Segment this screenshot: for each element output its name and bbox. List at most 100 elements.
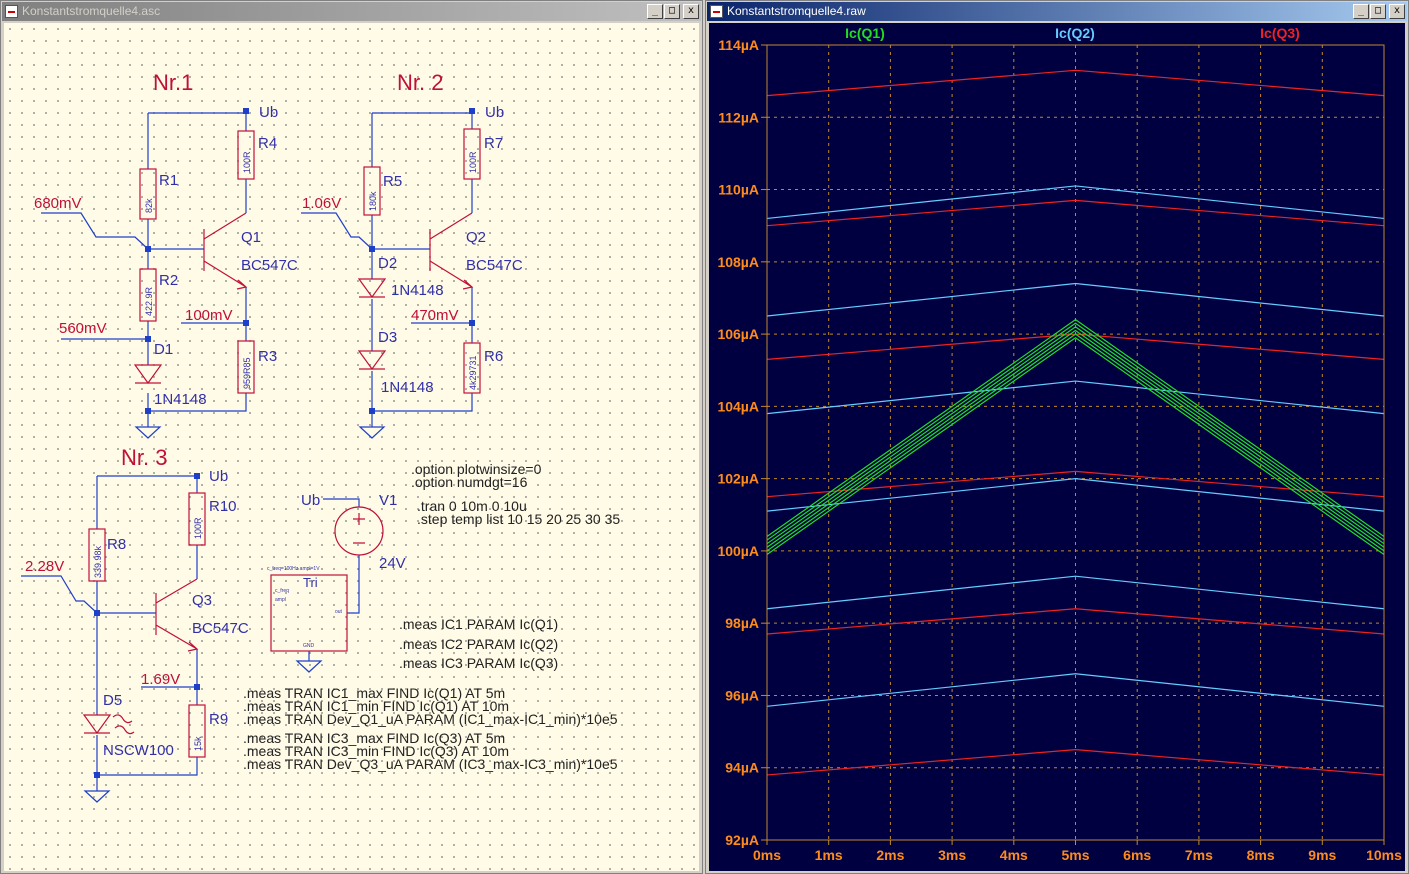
resistor-r7[interactable] bbox=[463, 128, 481, 180]
trace-icq2-step-6[interactable] bbox=[766, 185, 1385, 220]
x-tick-label: 4ms bbox=[1000, 847, 1028, 863]
value-d2: 1N4148 bbox=[391, 282, 444, 299]
meas-line[interactable]: .meas IC2 PARAM Ic(Q2) bbox=[399, 636, 558, 652]
diode-d3[interactable] bbox=[357, 350, 387, 371]
waveform-plot[interactable]: 92µA94µA96µA98µA100µA102µA104µA106µA108µ… bbox=[709, 23, 1405, 871]
resistor-r4[interactable] bbox=[237, 130, 255, 180]
close-button[interactable]: x bbox=[1389, 4, 1405, 19]
y-tick-label: 114µA bbox=[718, 37, 759, 53]
app-icon[interactable] bbox=[5, 5, 18, 18]
schematic-titlebar[interactable]: Konstantstromquelle4.asc _ □ x bbox=[2, 2, 701, 21]
meas-line[interactable]: .meas TRAN IC1_min FIND Ic(Q1) AT 10m bbox=[243, 698, 509, 714]
schematic-drawing[interactable]: Nr.1 Nr. 2 Nr. 3 Ub bbox=[4, 23, 699, 871]
trace-icq1-step-1[interactable] bbox=[766, 336, 1385, 556]
x-tick-label: 9ms bbox=[1308, 847, 1336, 863]
net-ub-2: Ub bbox=[485, 104, 504, 121]
resistor-r8[interactable] bbox=[88, 528, 106, 582]
schematic-canvas[interactable]: Nr.1 Nr. 2 Nr. 3 Ub bbox=[4, 23, 699, 871]
legend-icq1[interactable]: Ic(Q1) bbox=[845, 25, 885, 41]
net-ub-3: Ub bbox=[209, 468, 228, 485]
title-nr2: Nr. 2 bbox=[397, 70, 443, 95]
diode-d1[interactable] bbox=[133, 364, 163, 385]
trace-icq1-step-5[interactable] bbox=[766, 322, 1385, 541]
ref-r8: R8 bbox=[107, 536, 126, 553]
tri-generator[interactable] bbox=[270, 574, 348, 673]
voltage-source-v1[interactable] bbox=[323, 498, 384, 614]
x-tick-label: 1ms bbox=[815, 847, 843, 863]
led-d5[interactable] bbox=[82, 714, 135, 735]
waveform-titlebar[interactable]: Konstantstromquelle4.raw _ □ x bbox=[707, 2, 1407, 21]
directive-line[interactable]: .step temp list 10 15 20 25 30 35 bbox=[417, 511, 620, 527]
trace-icq3-step-1[interactable] bbox=[766, 749, 1385, 776]
legend-icq2[interactable]: Ic(Q2) bbox=[1055, 25, 1095, 41]
trace-icq1-step-3[interactable] bbox=[766, 329, 1385, 548]
resistor-r1[interactable] bbox=[139, 168, 157, 220]
y-tick-label: 112µA bbox=[718, 109, 759, 125]
circuit-3-labels: Ub R8 339.98k R9 15k R10 100R Q3 BC547C … bbox=[25, 468, 249, 759]
close-button[interactable]: x bbox=[683, 4, 699, 19]
plot-grid bbox=[767, 45, 1384, 840]
schematic-window: Konstantstromquelle4.asc _ □ x Nr.1 Nr. … bbox=[0, 0, 703, 874]
meas-line[interactable]: .meas TRAN IC3_max FIND Ic(Q3) AT 5m bbox=[243, 730, 505, 746]
minimize-button[interactable]: _ bbox=[1353, 4, 1369, 19]
plot-traces[interactable] bbox=[766, 69, 1385, 776]
value-q3: BC547C bbox=[192, 620, 249, 637]
x-tick-label: 8ms bbox=[1247, 847, 1275, 863]
ref-r9: R9 bbox=[209, 711, 228, 728]
resistor-r2[interactable] bbox=[139, 268, 157, 322]
trace-icq2-step-2[interactable] bbox=[766, 575, 1385, 610]
meas-line[interactable]: .meas IC1 PARAM Ic(Q1) bbox=[399, 616, 558, 632]
resistor-r10[interactable] bbox=[188, 492, 206, 546]
directive-line[interactable]: .tran 0 10m 0 10u bbox=[417, 498, 527, 514]
meas-line[interactable]: .meas TRAN Dev_Q1_uA PARAM (IC1_max-IC1_… bbox=[243, 711, 618, 727]
ref-r2: R2 bbox=[159, 272, 178, 289]
trace-icq2-step-5[interactable] bbox=[766, 282, 1385, 317]
ref-r1: R1 bbox=[159, 172, 178, 189]
value-r2: 422.9R bbox=[144, 286, 154, 316]
value-d5: NSCW100 bbox=[103, 742, 174, 759]
pin-c-freq: c_freq bbox=[275, 588, 289, 594]
resistor-r3[interactable] bbox=[237, 340, 255, 394]
app-icon[interactable] bbox=[710, 5, 723, 18]
trace-icq3-step-2[interactable] bbox=[766, 608, 1385, 635]
minimize-button[interactable]: _ bbox=[647, 4, 663, 19]
ref-q1: Q1 bbox=[241, 229, 261, 246]
resistor-r6[interactable] bbox=[463, 342, 481, 394]
resistor-r9[interactable] bbox=[188, 704, 206, 758]
x-tick-label: 3ms bbox=[938, 847, 966, 863]
directive-line[interactable]: .option numdgt=16 bbox=[411, 474, 528, 490]
directive-line[interactable]: .option plotwinsize=0 bbox=[411, 461, 542, 477]
meas-line[interactable]: .meas TRAN Dev_Q3_uA PARAM (IC3_max-IC3_… bbox=[243, 756, 618, 772]
circuit-3[interactable] bbox=[21, 473, 206, 803]
circuit-2-labels: Ub R5 180k R6 4k29731 R7 100R Q2 BC547C … bbox=[302, 104, 523, 396]
trace-icq2-step-1[interactable] bbox=[766, 673, 1385, 707]
circuit-2[interactable] bbox=[301, 108, 481, 439]
meas-line[interactable]: .meas TRAN IC3_min FIND Ic(Q3) AT 10m bbox=[243, 743, 509, 759]
ground-symbol bbox=[135, 426, 161, 439]
trace-icq2-step-4[interactable] bbox=[766, 380, 1385, 415]
plot-legend[interactable]: Ic(Q1) Ic(Q2) Ic(Q3) bbox=[845, 25, 1300, 41]
trace-icq1-step-6[interactable] bbox=[766, 318, 1385, 537]
diode-d2[interactable] bbox=[357, 278, 387, 299]
trace-icq1-step-4[interactable] bbox=[766, 326, 1385, 545]
spice-directives[interactable]: .option plotwinsize=0 .option numdgt=16 … bbox=[243, 461, 620, 772]
circuit-1[interactable] bbox=[41, 108, 255, 439]
trace-icq2-step-3[interactable] bbox=[766, 478, 1385, 512]
trace-icq3-step-6[interactable] bbox=[766, 69, 1385, 97]
ref-r10: R10 bbox=[209, 498, 237, 515]
value-q1: BC547C bbox=[241, 257, 298, 274]
trace-icq1-step-2[interactable] bbox=[766, 333, 1385, 552]
trace-icq3-step-5[interactable] bbox=[766, 199, 1385, 227]
ref-r7: R7 bbox=[484, 135, 503, 152]
maximize-button[interactable]: □ bbox=[1370, 4, 1386, 19]
meas-line[interactable]: .meas TRAN IC1_max FIND Ic(Q1) AT 5m bbox=[243, 685, 505, 701]
voltage-label-470mv: 470mV bbox=[411, 307, 459, 324]
ref-q3: Q3 bbox=[192, 592, 212, 609]
resistor-r5[interactable] bbox=[363, 166, 381, 216]
legend-icq3[interactable]: Ic(Q3) bbox=[1260, 25, 1300, 41]
meas-line[interactable]: .meas IC3 PARAM Ic(Q3) bbox=[399, 655, 558, 671]
trace-icq3-step-3[interactable] bbox=[766, 470, 1385, 498]
maximize-button[interactable]: □ bbox=[664, 4, 680, 19]
